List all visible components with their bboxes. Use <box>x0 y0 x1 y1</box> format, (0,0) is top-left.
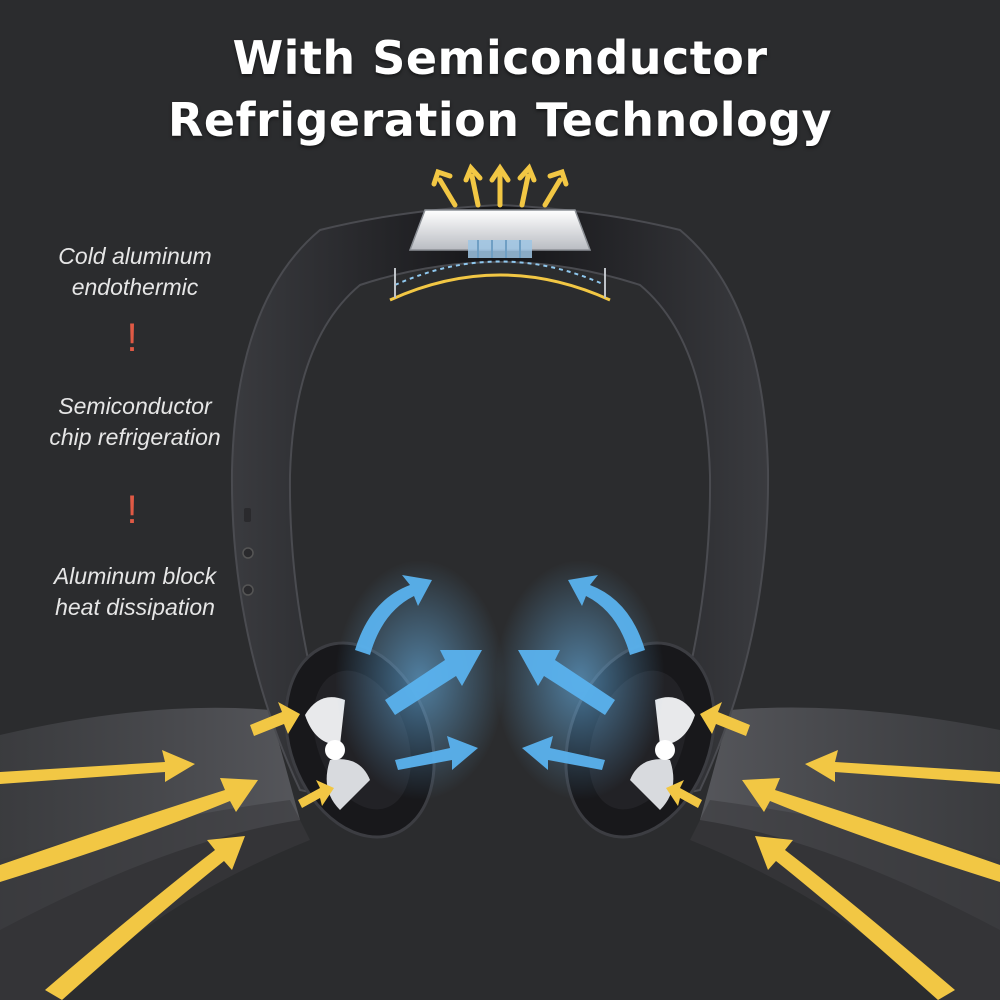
cool-air-arrows <box>355 575 645 770</box>
airflow-arrow-icon <box>250 702 300 736</box>
separator-exclamation: ! <box>126 488 138 532</box>
headline-line-2: Refrigeration Technology <box>167 93 833 147</box>
warm-air-intake-right <box>666 702 1000 1000</box>
airflow-arrow-icon <box>0 750 195 784</box>
airflow-arrow-icon <box>45 836 245 1000</box>
warm-air-intake-left <box>0 702 334 1000</box>
airflow-arrow-icon <box>0 778 258 882</box>
warm-air-up-arrows <box>431 163 569 208</box>
step-label-line-2: chip refrigeration <box>49 424 221 450</box>
airflow-arrow-icon <box>700 702 750 736</box>
step-label-line-2: endothermic <box>71 274 199 300</box>
airflow-arrow-icon <box>518 650 615 715</box>
cooling-plate <box>408 209 592 258</box>
separator-exclamation: ! <box>126 316 138 360</box>
airflow-arrow-icon <box>755 836 955 1000</box>
airflow-arrow-icon <box>522 736 605 770</box>
neck-fan-device <box>230 203 770 802</box>
step-aluminum-block: Aluminum block heat dissipation <box>20 561 250 623</box>
step-label-line-1: Cold aluminum <box>58 243 212 269</box>
fan-icon <box>305 697 370 810</box>
airflow-arrow-icon <box>385 650 482 715</box>
airflow-arrow-icon <box>742 778 1000 882</box>
airflow-arrow-icon <box>568 575 645 655</box>
airflow-arrow-icon <box>355 575 432 655</box>
step-label-line-2: heat dissipation <box>55 594 215 620</box>
step-cold-aluminum: Cold aluminum endothermic <box>20 241 250 303</box>
step-label-line-1: Aluminum block <box>53 563 217 589</box>
headline-line-1: With Semiconductor <box>232 31 768 85</box>
side-button <box>242 547 254 559</box>
airflow-arrow-icon <box>805 750 1000 784</box>
fan-icon <box>630 697 695 810</box>
charging-port <box>244 508 251 522</box>
step-semiconductor-chip: Semiconductor chip refrigeration <box>20 391 250 453</box>
side-button <box>242 584 254 596</box>
step-label-line-1: Semiconductor <box>58 393 212 419</box>
heat-wave-icon <box>389 260 611 302</box>
airflow-arrow-icon <box>395 736 478 770</box>
airflow-arrow-icon <box>666 780 702 808</box>
airflow-arrow-icon <box>298 780 334 808</box>
